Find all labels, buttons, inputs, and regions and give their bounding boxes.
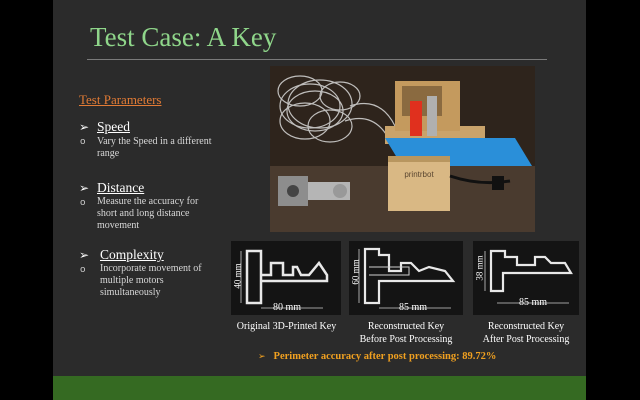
slide: Test Case: A Key Test Parameters ➢ Speed…	[53, 0, 586, 400]
param-distance-desc: Measure the accuracy for short and long …	[97, 196, 199, 231]
key-figure-original: 40 mm 80 mm	[231, 241, 341, 315]
section-heading: Test Parameters	[79, 92, 162, 107]
printer-brand-text: printrbot	[404, 170, 434, 179]
printer-photo-drawing: printrbot	[270, 66, 535, 232]
arrow-bullet-icon: ➢	[258, 352, 266, 362]
arrow-bullet-icon: ➢	[79, 120, 90, 134]
arrow-bullet-icon: ➢	[79, 248, 90, 262]
width-label: 85 mm	[519, 297, 548, 308]
height-label: 38 mm	[474, 255, 485, 281]
arrow-bullet-icon: ➢	[79, 181, 90, 195]
slide-title: Test Case: A Key	[90, 22, 277, 52]
param-complexity-label: Complexity	[100, 247, 164, 262]
height-label: 40 mm	[232, 263, 243, 289]
circle-bullet-icon: o	[80, 265, 86, 275]
caption-before: Reconstructed Key Before Post Processing	[359, 321, 453, 345]
circle-bullet-icon: o	[80, 137, 86, 147]
accuracy-note: ➢ Perimeter accuracy after post processin…	[258, 351, 496, 362]
width-label: 85 mm	[399, 302, 428, 313]
caption-original: Original 3D-Printed Key	[236, 321, 337, 332]
key-figure-before: 60 mm 85 mm	[349, 241, 463, 315]
param-complexity-desc: Incorporate movement of multiple motors …	[100, 263, 202, 298]
printer-photo: printrbot	[270, 66, 535, 232]
title-divider	[87, 59, 547, 60]
accuracy-text: Perimeter accuracy after post processing…	[273, 351, 497, 362]
caption-after: Reconstructed Key After Post Processing	[482, 321, 570, 345]
footer-bar	[53, 376, 586, 400]
height-label: 60 mm	[350, 259, 361, 285]
width-label: 80 mm	[273, 302, 302, 313]
key-figure-after: 38 mm 85 mm	[473, 241, 579, 315]
param-distance-label: Distance	[97, 180, 145, 195]
param-speed-label: Speed	[97, 119, 130, 134]
circle-bullet-icon: o	[80, 198, 86, 208]
param-speed-desc: Vary the Speed in a different range	[97, 136, 212, 159]
